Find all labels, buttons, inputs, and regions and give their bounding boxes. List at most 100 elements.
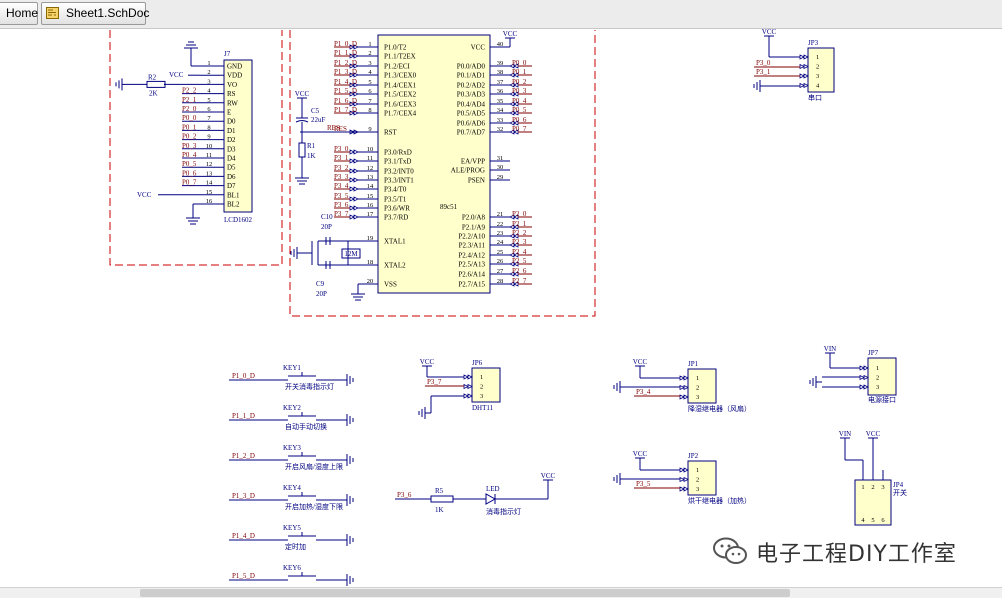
mcu-right-pin-name: P2.5/A13 <box>458 261 485 269</box>
ground-symbol <box>341 494 354 506</box>
mcu-right-pin-name: PSEN <box>468 177 485 185</box>
led-diode-triangle <box>485 493 497 505</box>
jp6-pin-number: 2 <box>480 384 483 391</box>
pin-port-arrow <box>463 393 473 399</box>
mcu-right-pin-name: P0.3/AD3 <box>457 91 486 99</box>
power-port-label: VCC <box>762 29 777 36</box>
mcu-right-pin-number: 34 <box>497 107 504 114</box>
pin-port-arrow <box>679 394 689 400</box>
power-port-label: VCC <box>295 90 310 98</box>
c5-plate-curved <box>295 120 309 123</box>
mcu-left-pin-name: P1.4/CEX1 <box>384 82 417 90</box>
mcu-left-pin-name: P1.7/CEX4 <box>384 110 417 118</box>
jp4-bottom-pin-number: 5 <box>871 517 874 524</box>
mcu-left-pin-number: 20 <box>367 278 374 285</box>
key-net-label: P1_1_D <box>232 412 255 420</box>
mcu-left-pin-number: 15 <box>367 193 374 200</box>
pin-port-arrow <box>349 205 359 211</box>
mcu-left-pin-number: 7 <box>368 98 372 105</box>
horizontal-scrollbar-thumb[interactable] <box>140 589 790 597</box>
ground-symbol <box>295 172 309 185</box>
r2-designator: R2 <box>148 73 157 81</box>
jp6-designator: JP6 <box>472 359 483 367</box>
ground-symbol <box>418 407 431 419</box>
mcu-right-pin-number: 35 <box>497 98 504 105</box>
mcu-right-pin-name: P2.1/A9 <box>462 224 486 232</box>
tab-home[interactable]: Home <box>0 2 38 25</box>
mcu-right-pin-number: 40 <box>497 41 504 48</box>
key-description: 开关消毒指示灯 <box>285 382 334 391</box>
mcu-left-pin-number: 6 <box>368 88 372 95</box>
mcu-right-pin-number: 36 <box>497 88 504 95</box>
r1-value: 1K <box>307 152 316 160</box>
mcu-left-pin-number: 11 <box>367 155 373 162</box>
pin-port-arrow <box>859 374 869 381</box>
jp6-pin-number: 3 <box>480 393 483 400</box>
lcd-pin-name: GND <box>227 63 242 71</box>
c5-value: 22uF <box>311 116 326 124</box>
jp7-pin-number: 3 <box>876 384 879 391</box>
lcd-pin-number: 16 <box>206 198 213 205</box>
mcu-left-pin-number: 2 <box>368 50 371 57</box>
lcd-pin-number: 11 <box>206 152 212 159</box>
jp6-label: DHT11 <box>472 404 494 412</box>
mcu-right-pin-number: 25 <box>497 249 504 256</box>
pin-port-arrow <box>679 384 689 391</box>
mcu-left-pin-name: P3.7/RD <box>384 214 408 222</box>
lcd-net-label: P0_4 <box>182 151 197 159</box>
mcu-right-net-label: P0_1 <box>512 68 527 76</box>
pin-port-arrow <box>799 73 809 79</box>
key-description: 自动手动切换 <box>285 422 327 431</box>
horizontal-scrollbar[interactable] <box>0 587 1002 598</box>
mcu-left-net-label: P1_3_D <box>334 68 357 76</box>
mcu-left-pin-number: 17 <box>367 211 374 218</box>
mcu-left-pin-name: XTAL1 <box>384 238 406 246</box>
c10-value: 20P <box>321 223 332 231</box>
jp4-top-pin-number: 1 <box>861 484 864 491</box>
lcd-pin-number: 10 <box>206 143 213 150</box>
mcu-89c51-body <box>377 34 491 294</box>
led-net-label: P3_6 <box>397 491 412 499</box>
power-port-label: VIN <box>839 430 851 438</box>
mcu-left-pin-name: P1.6/CEX3 <box>384 101 417 109</box>
lcd-net-label: P2_2 <box>182 87 197 95</box>
jp3-body <box>807 47 835 93</box>
lcd-pin-number: 2 <box>207 69 210 76</box>
mcu-vcc-port: VCC <box>503 30 518 44</box>
lcd-net-label: P0_1 <box>182 123 197 131</box>
power-port-label: VCC <box>420 358 435 366</box>
lcd-pin-number: 5 <box>207 97 210 104</box>
lcd1602-body <box>223 59 253 213</box>
lcd-pin-number: 13 <box>206 170 213 177</box>
tab-sheet1-schdoc[interactable]: Sheet1.SchDoc <box>41 2 149 25</box>
mcu-left-pin-name: VSS <box>384 281 397 289</box>
jp3-pin-number: 4 <box>816 83 820 90</box>
watermark-text: 电子工程DIY工作室 <box>756 542 957 567</box>
mcu-left-pin-name: P1.0/T2 <box>384 44 407 52</box>
c10-designator: C10 <box>321 213 333 221</box>
r5-designator: R5 <box>435 487 444 495</box>
schematic-document-icon <box>46 7 59 19</box>
document-tab-bar: Home Sheet1.SchDoc <box>0 0 1002 29</box>
jp2-body <box>687 460 717 496</box>
lcd-pin-name: E <box>227 109 231 117</box>
mcu-left-pin-name: P1.3/CEX0 <box>384 72 417 80</box>
lcd-net-label: P0_5 <box>182 160 197 168</box>
lcd-pin-name: BL2 <box>227 201 240 209</box>
c9-value: 20P <box>316 290 327 298</box>
mcu-left-pin-name: P3.3/INT1 <box>384 177 414 185</box>
c5-designator: C5 <box>311 107 320 115</box>
mcu-left-net-label: P1_6_D <box>334 97 357 105</box>
pin-port-arrow <box>349 186 359 192</box>
mcu-left-net-label: P3_7 <box>334 210 349 218</box>
ground-symbol <box>290 247 303 259</box>
mcu-left-pin-name: P3.4/T0 <box>384 186 407 194</box>
lcd-net-label: P0_3 <box>182 142 197 150</box>
jp2-net-label: P3_5 <box>636 480 651 488</box>
mcu-right-pin-name: ALE/PROG <box>451 167 485 175</box>
key-net-label: P1_2_D <box>232 452 255 460</box>
mcu-left-net-label: P3_5 <box>334 192 349 200</box>
